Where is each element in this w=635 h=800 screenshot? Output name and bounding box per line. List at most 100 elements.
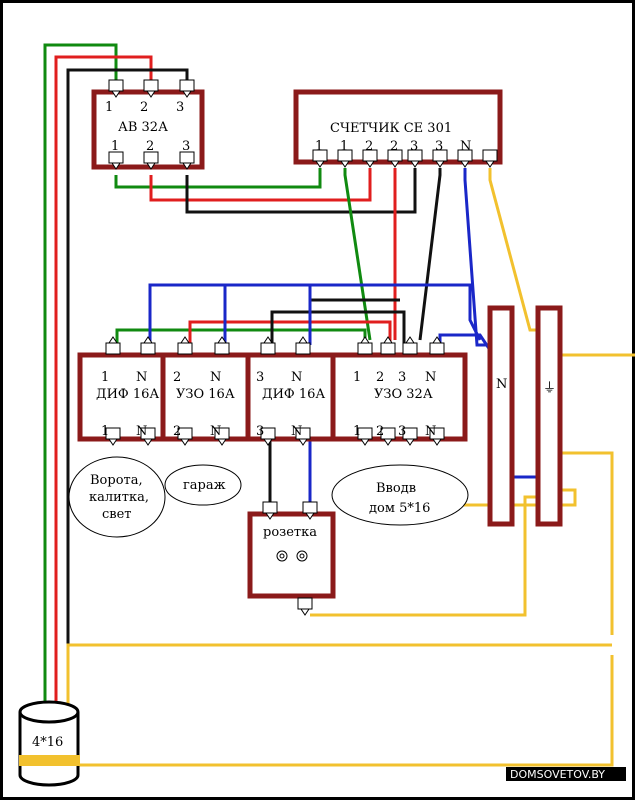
meter-terminal-6-label: 3 — [435, 139, 443, 154]
module-uzo16-bottom-terminal-2-label: N — [210, 424, 221, 439]
module-uzo16-label: УЗО 16А — [176, 387, 235, 402]
oval-gate-line-2: калитка, — [89, 490, 149, 505]
oval-input-line-1: Вводв — [376, 481, 416, 496]
module-dif1 — [77, 352, 166, 442]
module-uzo32-top-terminal-2-label: 2 — [376, 370, 384, 385]
wire-red-cable-to-breaker — [54, 55, 153, 712]
module-dif1-bottom-terminal-1: 1 — [101, 424, 121, 446]
breaker-bottom-terminal-3-label: 3 — [182, 139, 190, 154]
wire-black-dist-a — [270, 310, 406, 345]
meter-terminal-2: 1 — [337, 139, 353, 168]
socket-label: розетка — [263, 525, 317, 540]
watermark-text: DOMSOVETOV.BY — [510, 768, 605, 781]
watermark-bg — [506, 767, 626, 781]
module-uzo32-label: УЗО 32А — [374, 387, 433, 402]
module-dif2-top-terminal-2: N — [291, 336, 311, 385]
meter-terminal-4-label: 2 — [390, 139, 398, 154]
oval-garage — [164, 464, 242, 506]
meter-terminal-1: 1 — [312, 139, 328, 168]
breaker-top-terminal-3: 3 — [176, 79, 195, 115]
wire-black-meter-to-uzo — [418, 168, 442, 341]
module-dif1-top-terminal-1: 1 — [101, 336, 121, 385]
wire-yellow-pe-ground-right — [548, 451, 614, 635]
wire-black-cable-to-breaker — [66, 68, 189, 712]
module-dif1-top-terminal-2: N — [136, 336, 156, 385]
bus-bars: N ⏚ — [487, 305, 563, 527]
breaker-bottom-terminal-3: 3 — [179, 139, 195, 170]
module-uzo16-bottom-terminal-1-label: 2 — [173, 424, 181, 439]
cable-drum-band — [19, 755, 80, 766]
ovals: Ворота, калитка, свет гараж Вводв дом 5*… — [68, 456, 469, 538]
breaker-terminals: 1 1 2 2 3 3 — [105, 79, 195, 170]
bus-pe — [535, 305, 563, 527]
module-dif1-bottom-terminal-2: N — [136, 424, 156, 446]
module-uzo32-bottom-terminal-4-label: N — [425, 424, 436, 439]
module-uzo32-bottom-terminal-2: 2 — [376, 424, 396, 446]
breaker-bottom-terminal-1: 1 — [108, 139, 124, 170]
meter-terminal-2-label: 1 — [340, 139, 348, 154]
module-uzo32-bottom-terminal-2-label: 2 — [376, 424, 384, 439]
meter-terminal-7-label: N — [460, 139, 471, 154]
meter-terminal-3: 2 — [362, 139, 378, 168]
wire-green-meter-to-uzo — [343, 168, 372, 341]
oval-gate-line-1: Ворота, — [90, 473, 143, 488]
breaker-av32: АВ 32А 1 1 2 2 3 3 — [91, 79, 205, 170]
oval-garage-line-1: гараж — [183, 478, 226, 493]
module-dif1-top-terminal-2-label: N — [136, 370, 147, 385]
socket-terminal-earth — [297, 597, 313, 616]
breaker-label: АВ 32А — [118, 120, 168, 135]
meter-terminal-1-label: 1 — [315, 139, 323, 154]
module-dif2-bottom-terminal-1-label: 3 — [256, 424, 264, 439]
wire-black-breaker-to-meter — [185, 168, 417, 214]
cable-drum-body — [18, 712, 80, 787]
module-uzo16-bottom-terminal-2: N — [210, 424, 230, 446]
module-uzo32-bottom-terminal-3-label: 3 — [398, 424, 406, 439]
meter-terminal-6: 3 — [432, 139, 448, 168]
socket-terminal-phase — [262, 501, 278, 520]
wire-yellow-pe-cable — [66, 643, 612, 712]
module-uzo32-bottom-terminal-4: N — [425, 424, 445, 446]
meter-terminal-7: N — [457, 139, 473, 168]
meter-terminal-4: 2 — [387, 139, 403, 168]
module-uzo32-bottom-terminal-3: 3 — [398, 424, 418, 446]
wire-red-dist — [188, 320, 392, 345]
bus-n-label: N — [496, 377, 507, 392]
module-dif2 — [245, 352, 336, 442]
module-uzo32-bottom-terminal-1-label: 1 — [353, 424, 361, 439]
module-uzo16-top-terminal-2: N — [210, 336, 230, 385]
module-uzo16-top-terminal-1-label: 2 — [173, 370, 181, 385]
module-dif1-label: ДИФ 16А — [96, 387, 159, 402]
breaker-top-terminal-2: 2 — [140, 79, 159, 115]
module-uzo16-bottom-terminal-1: 2 — [173, 424, 193, 446]
breaker-top-terminal-2-label: 2 — [140, 100, 148, 115]
wire-green-breaker-to-meter — [114, 168, 322, 189]
module-uzo32-top-terminal-3-label: 3 — [398, 370, 406, 385]
module-uzo16-top-terminal-1: 2 — [173, 336, 193, 385]
breaker-bottom-terminal-1-label: 1 — [111, 139, 119, 154]
module-uzo32-top-terminal-1-label: 1 — [353, 370, 361, 385]
module-uzo32-top-terminal-4: N — [425, 336, 445, 385]
bus-n — [487, 305, 515, 527]
socket-holes-icon — [276, 550, 308, 562]
meter-terminal-5: 3 — [407, 139, 423, 168]
oval-input — [331, 464, 469, 526]
oval-input-line-2: дом 5*16 — [369, 501, 430, 516]
module-dif2-top-terminal-1-label: 3 — [256, 370, 264, 385]
breaker-bottom-terminal-2-label: 2 — [146, 139, 154, 154]
meter-label: СЧЕТЧИК СЕ 301 — [330, 121, 452, 136]
module-dif2-bottom-terminal-1: 3 — [256, 424, 276, 446]
wire-green-cable-to-breaker — [43, 43, 118, 712]
module-dif2-bottom-terminal-2: N — [291, 424, 311, 446]
oval-gate — [68, 456, 166, 538]
breaker-top-terminal-1: 1 — [105, 79, 124, 115]
socket: розетка — [247, 501, 336, 616]
breaker-bottom-terminal-2: 2 — [143, 139, 159, 170]
module-dif2-bottom-terminal-2-label: N — [291, 424, 302, 439]
module-dif1-top-terminal-1-label: 1 — [101, 370, 109, 385]
module-uzo32-bottom-terminal-1: 1 — [353, 424, 373, 446]
module-uzo16-top-terminal-2-label: N — [210, 370, 221, 385]
